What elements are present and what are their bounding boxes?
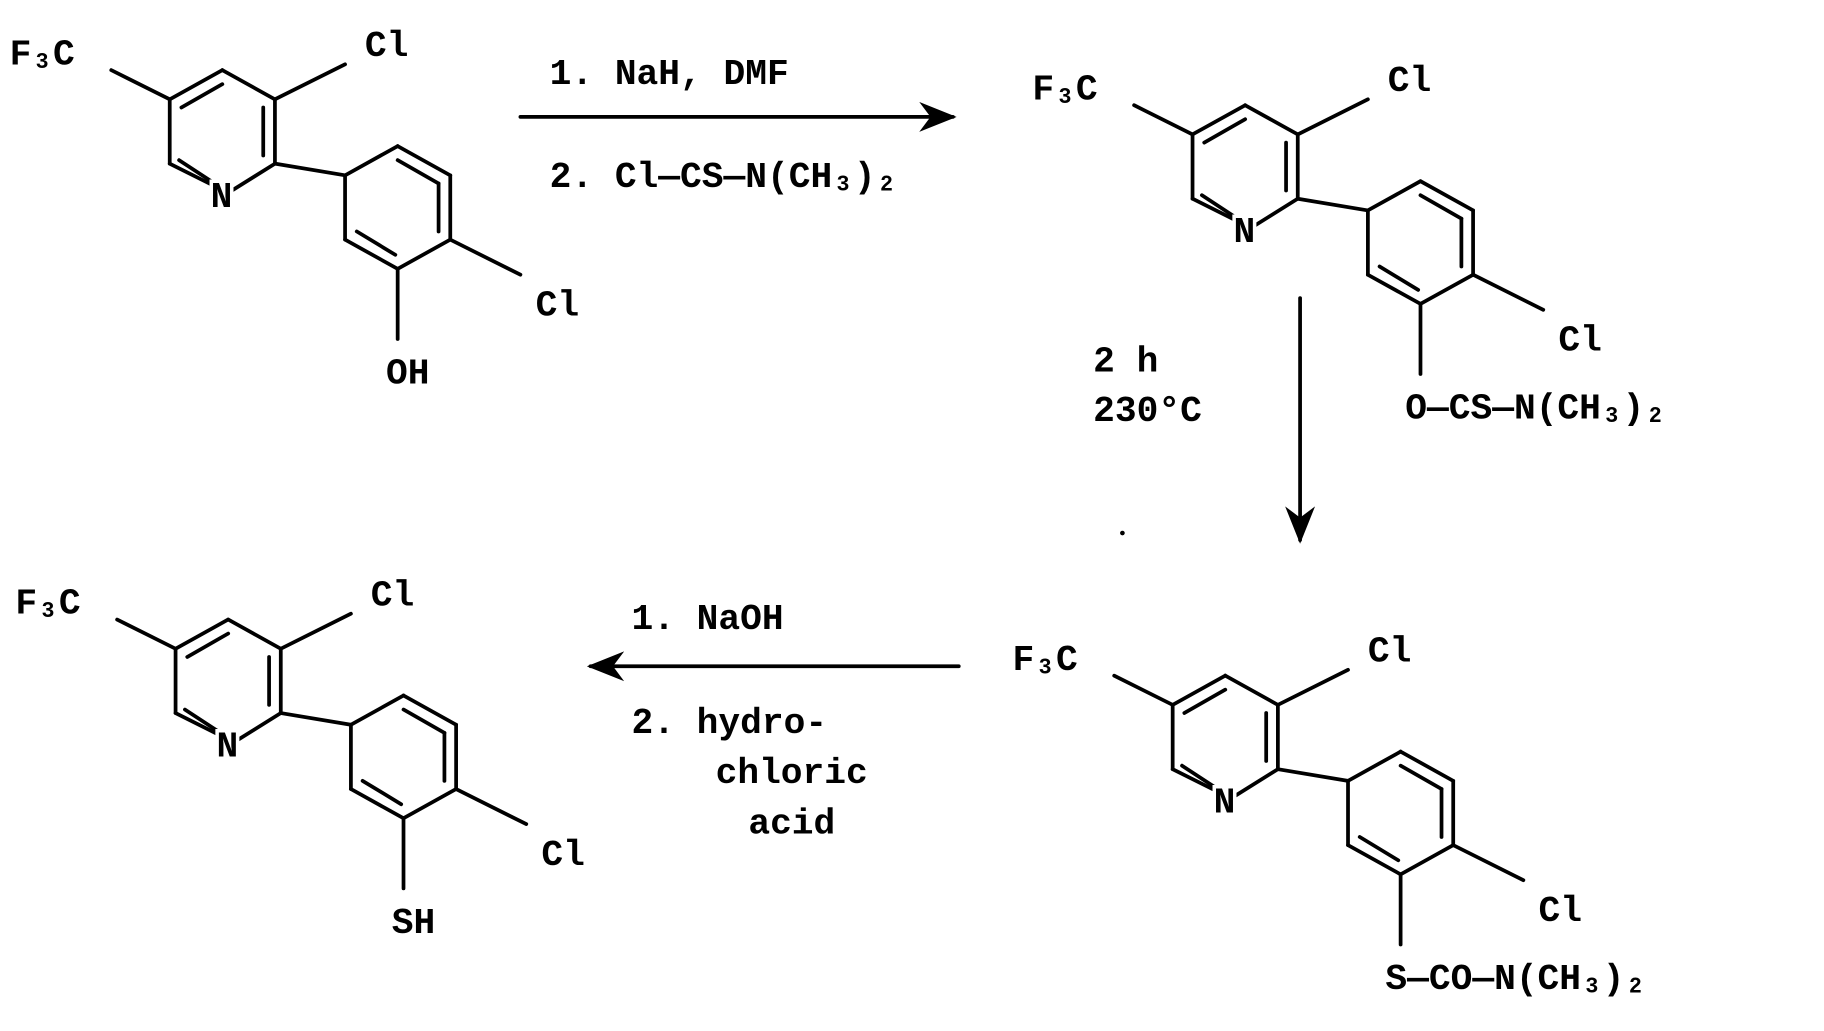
bond <box>1193 105 1246 134</box>
chlorine-label: Cl <box>371 576 414 617</box>
step3-reagent-1: 1. NaOH <box>631 599 783 640</box>
bond <box>1134 105 1192 134</box>
bond <box>1278 670 1348 705</box>
cf3-label: F₃C <box>1013 640 1078 681</box>
step1-reagent-1: 1. NaH, DMF <box>550 54 789 95</box>
bond <box>450 240 520 275</box>
bond <box>228 620 281 649</box>
bond <box>1473 275 1543 310</box>
substituent-label: O—CS—N(CH₃)₂ <box>1405 388 1666 429</box>
bond <box>176 620 229 649</box>
bond <box>1231 769 1278 798</box>
bond <box>117 620 175 649</box>
molecule-3: F₃CClNClS—CO—N(CH₃)₂ <box>1013 632 1647 1000</box>
bond <box>351 696 404 725</box>
bond <box>404 696 457 725</box>
chlorine-label: Cl <box>1368 632 1411 673</box>
chlorine-label: Cl <box>365 26 408 67</box>
bond <box>111 70 169 99</box>
bond <box>345 240 398 269</box>
bond <box>398 146 451 175</box>
cf3-label: F₃C <box>1032 69 1097 110</box>
chlorine-label: Cl <box>536 286 579 327</box>
bond <box>1420 275 1473 304</box>
substituent-label: OH <box>386 353 429 394</box>
chlorine-label: Cl <box>1388 61 1431 102</box>
step3-reagent-2: 2. hydro- <box>631 703 827 744</box>
bond <box>1368 181 1421 210</box>
bond <box>398 240 451 269</box>
nitrogen-label: N <box>211 177 233 218</box>
chlorine-label: Cl <box>1558 321 1601 362</box>
bond <box>351 789 404 818</box>
chlorine-label: Cl <box>1539 891 1582 932</box>
bond <box>1298 99 1368 134</box>
bond <box>281 614 351 649</box>
molecule-1: F₃CClNClOH <box>10 26 580 394</box>
bond <box>1225 676 1278 705</box>
substituent-label: SH <box>392 903 435 944</box>
bond <box>1251 199 1298 228</box>
bond <box>1401 752 1454 781</box>
bond <box>1368 275 1421 304</box>
bond <box>345 146 398 175</box>
bond <box>1348 752 1401 781</box>
bond <box>1114 676 1172 705</box>
nitrogen-label: N <box>216 726 238 767</box>
nitrogen-label: N <box>1214 782 1236 823</box>
bond <box>1420 181 1473 210</box>
bond <box>228 164 275 193</box>
bond <box>222 70 275 99</box>
step2-temperature: 230°C <box>1093 391 1202 432</box>
bond <box>456 789 526 824</box>
step3-arrow-group: 1. NaOH 2. hydro- chloric acid <box>591 599 959 845</box>
bond <box>1278 769 1348 781</box>
chlorine-label: Cl <box>541 835 584 876</box>
bond <box>1173 676 1226 705</box>
substituent-label: S—CO—N(CH₃)₂ <box>1385 959 1646 1000</box>
molecule-4: F₃CClNClSH <box>15 576 585 944</box>
bond <box>275 164 345 176</box>
bond <box>281 713 351 725</box>
step3-reagent-2b: chloric <box>716 753 868 794</box>
step1-arrow-group: 1. NaH, DMF 2. Cl—CS—N(CH₃)₂ <box>520 54 953 198</box>
bond <box>404 789 457 818</box>
bond <box>1348 845 1401 874</box>
stray-dot <box>1120 531 1125 536</box>
bond <box>1245 105 1298 134</box>
bond <box>234 713 281 742</box>
step2-arrow-group: 2 h 230°C <box>1093 298 1300 540</box>
bond <box>1298 199 1368 211</box>
bond <box>275 64 345 99</box>
bond <box>1401 845 1454 874</box>
step2-time: 2 h <box>1093 342 1158 383</box>
cf3-label: F₃C <box>15 584 80 625</box>
bond <box>170 70 223 99</box>
step3-reagent-2c: acid <box>748 803 835 844</box>
cf3-label: F₃C <box>10 34 75 75</box>
step1-reagent-2: 2. Cl—CS—N(CH₃)₂ <box>550 157 898 198</box>
bond <box>1453 845 1523 880</box>
nitrogen-label: N <box>1233 212 1255 253</box>
